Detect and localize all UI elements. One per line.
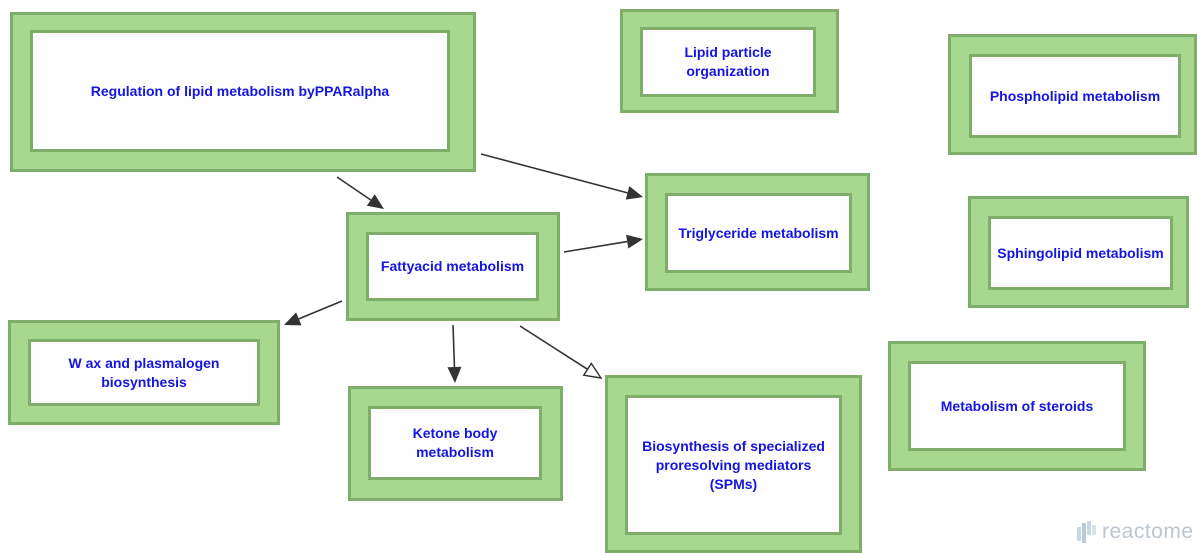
node-fatty-acid[interactable]: Fattyacid metabolism xyxy=(346,212,560,321)
edge-fatty-acid-to-spm-biosynthesis xyxy=(519,325,588,371)
node-triglyceride[interactable]: Triglyceride metabolism xyxy=(645,173,870,291)
node-label: Metabolism of steroids xyxy=(908,361,1126,451)
node-label: Ketone body metabolism xyxy=(368,406,542,480)
arrowhead-fatty-acid-to-ketone-body xyxy=(447,366,462,383)
edge-fatty-acid-to-ketone-body xyxy=(452,324,456,368)
edge-fatty-acid-to-triglyceride xyxy=(563,240,628,253)
arrowhead-fatty-acid-to-spm-biosynthesis xyxy=(582,362,603,379)
node-wax-plasmalogen[interactable]: W ax and plasmalogen biosynthesis xyxy=(8,320,280,425)
edge-lipid-regulation-to-triglyceride xyxy=(480,153,628,194)
node-label: Phospholipid metabolism xyxy=(969,54,1181,138)
reactome-icon xyxy=(1077,521,1096,543)
arrowhead-lipid-regulation-to-triglyceride xyxy=(625,186,643,200)
node-sphingolipid[interactable]: Sphingolipid metabolism xyxy=(968,196,1189,308)
arrowhead-fatty-acid-to-triglyceride xyxy=(626,234,643,249)
node-ketone-body[interactable]: Ketone body metabolism xyxy=(348,386,563,501)
reactome-logo: reactome xyxy=(1076,517,1194,547)
node-phospholipid[interactable]: Phospholipid metabolism xyxy=(948,34,1197,155)
node-label: Sphingolipid metabolism xyxy=(988,216,1173,290)
node-label: Regulation of lipid metabolism byPPARalp… xyxy=(30,30,450,152)
node-steroids[interactable]: Metabolism of steroids xyxy=(888,341,1146,471)
reactome-logo-text: reactome xyxy=(1102,520,1194,543)
arrowhead-lipid-regulation-to-fatty-acid xyxy=(366,194,384,209)
node-label: Biosynthesis of specialized proresolving… xyxy=(625,395,842,535)
node-label: Fattyacid metabolism xyxy=(366,232,539,301)
node-label: Triglyceride metabolism xyxy=(665,193,852,273)
edge-fatty-acid-to-wax-plasmalogen xyxy=(298,300,343,320)
node-lipid-particle[interactable]: Lipid particle organization xyxy=(620,9,839,113)
node-spm-biosynthesis[interactable]: Biosynthesis of specialized proresolving… xyxy=(605,375,862,553)
node-label: W ax and plasmalogen biosynthesis xyxy=(28,339,260,406)
node-label: Lipid particle organization xyxy=(640,27,816,97)
arrowhead-fatty-acid-to-wax-plasmalogen xyxy=(284,312,302,326)
edge-lipid-regulation-to-fatty-acid xyxy=(336,176,372,201)
node-lipid-regulation[interactable]: Regulation of lipid metabolism byPPARalp… xyxy=(10,12,476,172)
